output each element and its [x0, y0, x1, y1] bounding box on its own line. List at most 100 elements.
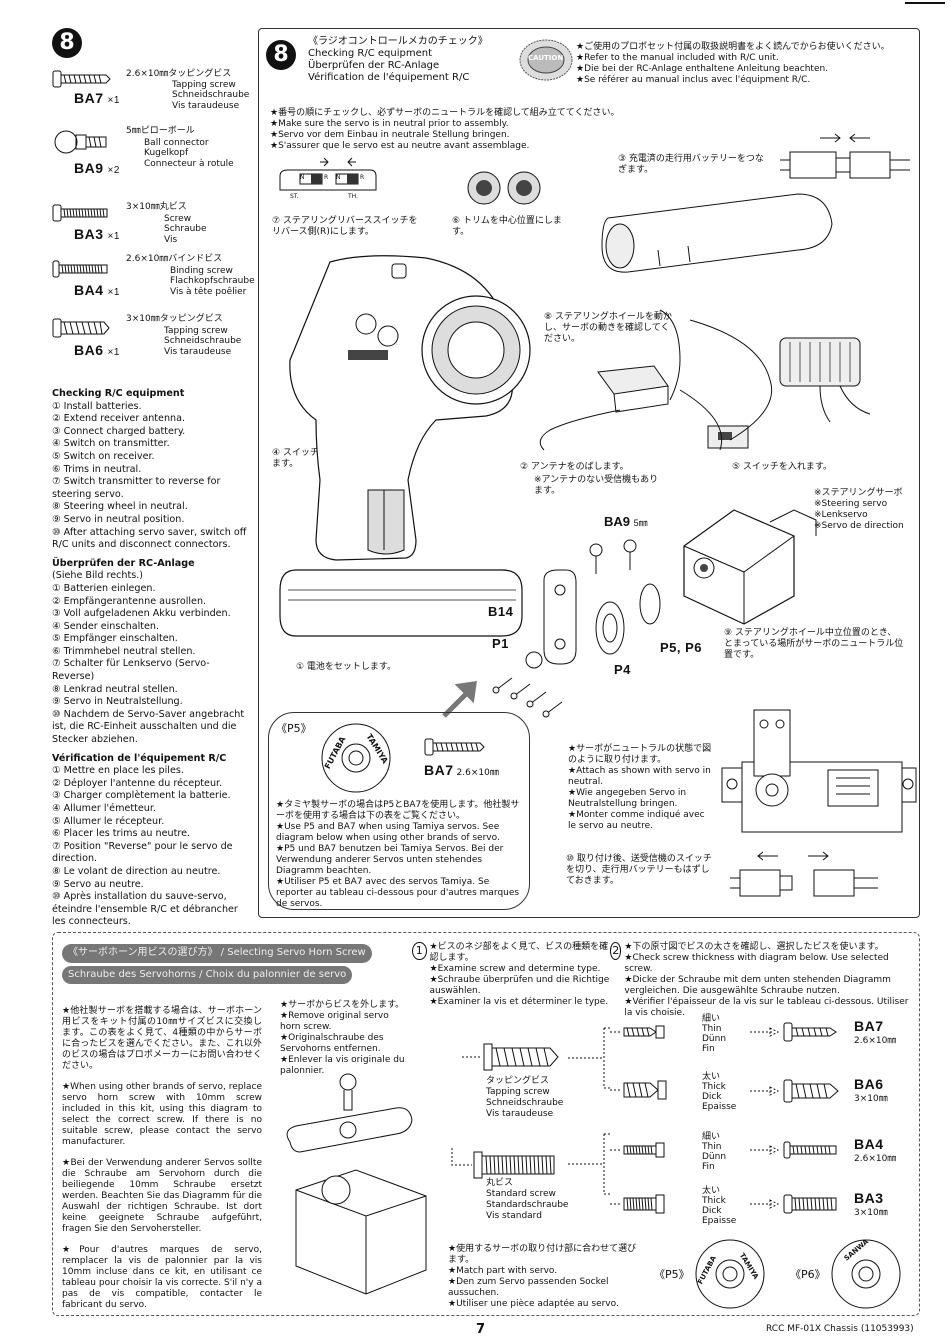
part-size: 2.6×10㎜バインドビス	[126, 254, 223, 264]
part-fr: Connecteur à rotule	[144, 158, 234, 169]
order-fr: ★S'assurer que le servo est au neutre av…	[270, 141, 530, 151]
bottom-header: 《サーボホーン用ビスの選び方》 / Selecting Servo Horn S…	[62, 944, 402, 984]
row-size: 2.6×10㎜	[854, 1153, 897, 1164]
part-en: Binding screw	[170, 266, 233, 276]
title-en: Checking R/C equipment	[308, 48, 432, 59]
callout-5: ⑤ スイッチを入れます。	[732, 462, 833, 472]
part-de: Schraube	[164, 224, 207, 235]
row-en: Thick	[702, 1196, 726, 1206]
wiring-icon	[539, 309, 773, 451]
match-fr: ★Utiliser une pièce adaptée au servo.	[448, 1299, 619, 1309]
list-item: ② Déployer l'antenne du récepteur.	[52, 777, 223, 789]
part-size: 5㎜ピローボール	[126, 126, 195, 136]
part-en: Tapping screw	[172, 80, 236, 90]
page-number: 7	[476, 1322, 486, 1337]
servo-label-de: ※Lenkservo	[814, 510, 868, 520]
checking-sub-de: (Siehe Bild rechts.)	[52, 570, 144, 582]
row-en: Thin	[702, 1024, 722, 1034]
callout-8: ⑧ ステアリングホイールを動かし、サーボの動きを確認してください。	[544, 312, 672, 344]
label-p4: P4	[614, 662, 631, 677]
ba7-label: BA7 2.6×10㎜	[424, 762, 499, 780]
top-rule	[905, 2, 945, 4]
standard-type-label: 丸ビス Standard screw Standardschraube Vis …	[486, 1178, 568, 1222]
reverse-switch: N R N R ST. TH.	[278, 157, 378, 204]
part-code: BA7	[74, 90, 104, 106]
list-item: ⑥ Trims in neutral.	[52, 463, 142, 475]
table-row: 太い Thick Dick Epaisse BA3 3×10㎜	[610, 1186, 910, 1240]
switch-unit-icon	[707, 425, 749, 449]
caution-ja: ★ご使用のプロポセット付属の取扱説明書をよく読んでからお使いください。	[576, 42, 890, 52]
part-fr: Vis	[164, 234, 178, 245]
servo-label-ja: ※ステアリングサーボ	[814, 488, 903, 498]
list-item: ⑨ Servo in neutral position.	[52, 513, 185, 525]
match-notes: ★使用するサーボの取り付け部に合わせて選びます。 ★Match part wit…	[448, 1244, 638, 1310]
ba4-arrow-icon	[750, 1141, 837, 1159]
intro-en: ★When using other brands of servo, repla…	[62, 1082, 262, 1147]
label-p56: P5, P6	[660, 640, 703, 655]
thick-tapping-screw-icon	[610, 1080, 667, 1100]
standard-ja: 丸ビス	[486, 1178, 514, 1188]
list-item: ③ Charger complètement la batterie.	[52, 790, 231, 802]
p5-notes: ★タミヤ製サーボの場合はP5とBA7を使用します。他社製サーボを使用する場合は下…	[276, 800, 524, 910]
intro-de: ★Bei der Verwendung anderer Servos sollt…	[62, 1158, 262, 1234]
row-fr: Epaisse	[702, 1216, 737, 1226]
list-item: ⑤ Allumer le récepteur.	[52, 815, 165, 827]
part-en: Screw	[164, 214, 192, 224]
table-row: 太い Thick Dick Epaisse BA6 3×10㎜	[610, 1072, 910, 1132]
match-de: ★Den zum Servo passenden Sockel aussuche…	[448, 1277, 609, 1298]
title-ja: 《ラジオコントロールメカのチェック》	[308, 36, 488, 47]
list-item: ⑤ Empfänger einschalten.	[52, 633, 178, 645]
checking-title-de: Überprüfen der RC-Anlage	[52, 557, 195, 569]
step-1-icon: 1	[412, 942, 427, 960]
tapping-fr: Vis taraudeuse	[486, 1109, 554, 1119]
callout-9: ⑨ ステアリングホイール中立位置のとき、とまっている場所がサーボのニュートラル位…	[724, 628, 904, 660]
thin-tapping-screw-icon	[610, 1025, 665, 1039]
part-size: 3×10㎜タッピングビス	[126, 314, 223, 324]
list-item: ⑨ Servo in Neutralstellung.	[52, 696, 183, 708]
header-de: Schraube des Servohorns	[68, 968, 196, 980]
order-en: ★Make sure the servo is in neutral prior…	[270, 119, 509, 129]
caution-de: ★Die bei der RC-Anlage enthaltene Anleit…	[576, 64, 829, 74]
switch-r2: R	[360, 174, 365, 181]
trim-knob-icon	[467, 171, 541, 205]
s2-de: ★Dicke der Schraube mit dem unten stehen…	[624, 975, 891, 996]
list-item: ① Install batteries.	[52, 400, 142, 412]
list-item: ④ Allumer l'émetteur.	[52, 803, 156, 814]
list-item: ⑧ Le volant de direction au neutre.	[52, 865, 221, 877]
row-ja: 細い	[702, 1132, 721, 1142]
intro-fr: ★Pour d'autres marques de servo, remplac…	[62, 1245, 262, 1310]
reverse-switch-icon	[279, 157, 377, 191]
list-item: ① Mettre en place les piles.	[52, 765, 184, 777]
switch-r: R	[324, 174, 329, 181]
p5-note-ja: ★タミヤ製サーボの場合はP5とBA7を使用します。他社製サーボを使用する場合は下…	[276, 800, 520, 821]
s1-de: ★Schraube überprüfen und die Richtige au…	[429, 975, 610, 996]
p5-note-de: ★P5 und BA7 benutzen bei Tamiya Servos. …	[276, 844, 504, 876]
part-en: Tapping screw	[164, 326, 228, 336]
list-item: ⑧ Lenkrad neutral stellen.	[52, 683, 178, 695]
checking-steps-fr: ① Mettre en place les piles. ② Déployer …	[52, 765, 252, 929]
list-item: ⑩ After attaching servo saver, switch of…	[52, 526, 247, 551]
part-ba6: BA6×1 3×10㎜タッピングビス Tapping screw Schneid…	[52, 312, 252, 362]
callout-6: ⑥ トリムを中心位置にします。	[452, 216, 562, 237]
part-qty: ×1	[107, 287, 120, 298]
part-ba3: BA3×1 3×10㎜丸ビス Screw Schraube Vis	[52, 198, 252, 254]
table-row: 細い Thin Dünn Fin BA7 2.6×10㎜	[610, 1014, 910, 1072]
match-en: ★Match part with servo.	[448, 1266, 558, 1276]
row-code: BA7	[854, 1018, 884, 1034]
main-panel	[258, 28, 920, 918]
ba7-code: BA7	[424, 762, 454, 778]
title-de: Überprüfen der RC-Anlage	[308, 60, 440, 71]
tapping-screw-type-icon	[462, 1043, 559, 1071]
row-code: BA3	[854, 1190, 884, 1206]
caution-label: CAUTION	[528, 54, 564, 62]
order-de: ★Servo vor dem Einbau in neutrale Stellu…	[270, 130, 510, 140]
parts-list: BA7×1 2.6×10㎜タッピングビス Tapping screw Schne…	[52, 66, 255, 362]
label-p1: P1	[492, 636, 509, 651]
disconnect-icon	[730, 851, 878, 897]
thin-standard-screw-icon	[610, 1142, 665, 1158]
s1-fr: ★Examiner la vis et déterminer le type.	[429, 997, 609, 1007]
row-ja: 太い	[702, 1072, 721, 1082]
row-en: Thin	[702, 1142, 722, 1152]
binding-screw-icon	[52, 260, 108, 278]
part-qty: ×2	[107, 165, 120, 176]
